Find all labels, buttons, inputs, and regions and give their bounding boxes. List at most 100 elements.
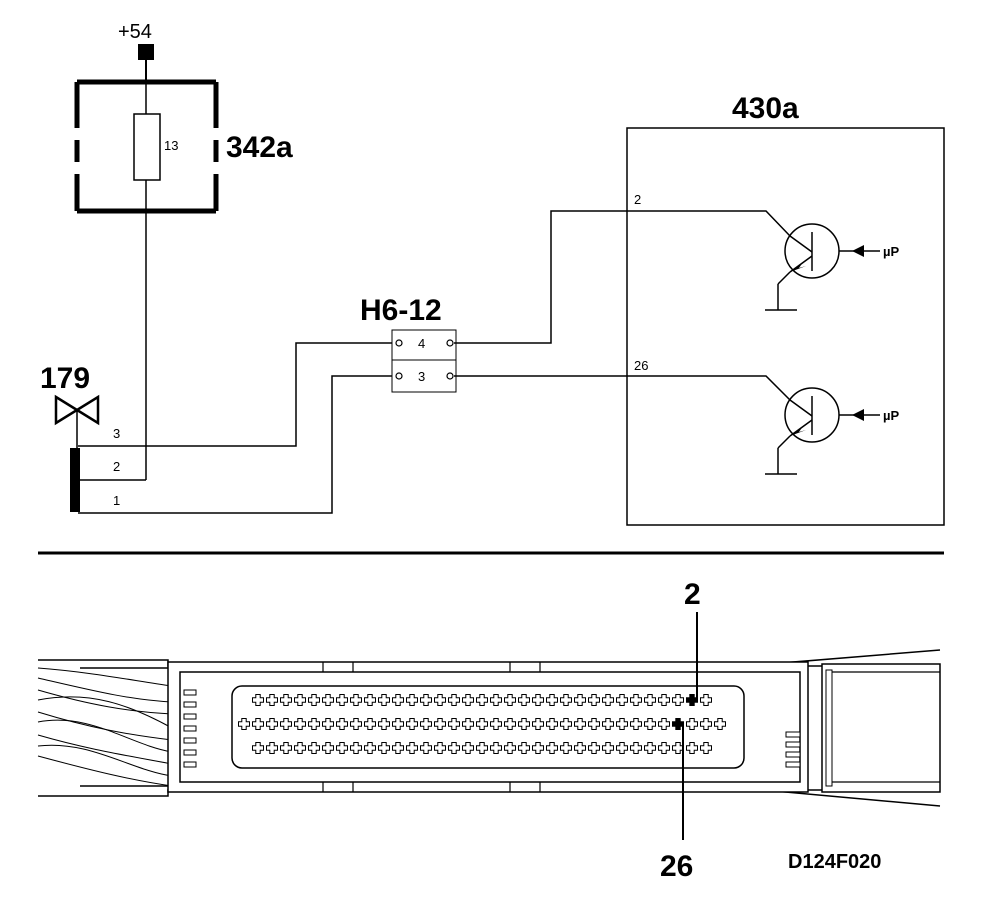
wire-pin-3-to-connector-4 [78, 342, 394, 447]
component-pin-1: 1 [113, 493, 120, 508]
plug-pin [700, 694, 712, 706]
plug-pin [392, 718, 404, 730]
plug-pin [364, 742, 376, 754]
plug-pin [616, 694, 628, 706]
plug-pin [602, 742, 614, 754]
plug-pin [308, 694, 320, 706]
plug-pin [308, 718, 320, 730]
fuse-box: 13 342a [74, 79, 293, 214]
plug-pin [616, 742, 628, 754]
plug-pin [546, 742, 558, 754]
plug-pin [266, 694, 278, 706]
plug-pin [602, 718, 614, 730]
plug-pin [448, 694, 460, 706]
plug-pin [504, 718, 516, 730]
plug-pin [350, 718, 362, 730]
component-pin-3: 3 [113, 426, 120, 441]
plug-pin [574, 742, 586, 754]
connector-plug-drawing: 2 26 [37, 578, 941, 883]
plug-pin [378, 718, 390, 730]
valve-icon [54, 394, 100, 426]
left-latch [183, 689, 197, 768]
component-label: 179 [40, 362, 90, 395]
plug-pin [392, 694, 404, 706]
plug-pin [644, 718, 656, 730]
plug-pin [700, 742, 712, 754]
plug-pin [700, 718, 712, 730]
plug-pin [574, 694, 586, 706]
wire-fuse-to-pin-2 [78, 84, 147, 481]
figure-code: D124F020 [788, 851, 881, 873]
ecu-pin-26: 26 [634, 358, 648, 373]
plug-pin [434, 694, 446, 706]
plug-pin [672, 742, 684, 754]
plug-pin [266, 718, 278, 730]
plug-pin [504, 694, 516, 706]
plug-pin [280, 742, 292, 754]
plug-pin [308, 742, 320, 754]
plug-pin [378, 742, 390, 754]
plug-pin [518, 718, 530, 730]
plug-pin-2 [686, 694, 698, 706]
plug-pin [350, 742, 362, 754]
plug-pin [560, 742, 572, 754]
micro-label-lower: µP [883, 408, 899, 423]
plug-pin [574, 718, 586, 730]
plug-pin [462, 694, 474, 706]
connector-pin-4: 4 [418, 336, 425, 351]
plug-pin [546, 718, 558, 730]
plug-pin [476, 718, 488, 730]
plug-pin [630, 694, 642, 706]
plug-pin [406, 694, 418, 706]
plug-pin [322, 718, 334, 730]
right-latch [785, 731, 801, 768]
plug-pin [434, 718, 446, 730]
plug-pin [392, 742, 404, 754]
supply-label: +54 [118, 21, 152, 43]
plug-pin [560, 718, 572, 730]
plug-pin [518, 694, 530, 706]
plug-pin [658, 694, 670, 706]
plug-pin [672, 694, 684, 706]
plug-pin [322, 694, 334, 706]
plug-pin [714, 718, 726, 730]
plug-pin [686, 742, 698, 754]
plug-pin [532, 694, 544, 706]
plug-pin [448, 718, 460, 730]
plug-pin [532, 718, 544, 730]
plug-pin [448, 742, 460, 754]
plug-pin [420, 718, 432, 730]
plug-pin [294, 742, 306, 754]
plug-pin [406, 742, 418, 754]
plug-pin [420, 694, 432, 706]
plug-pin [280, 694, 292, 706]
wire-connector-3-to-ecu-26 [454, 375, 791, 401]
plug-pin [588, 742, 600, 754]
plug-pin [336, 742, 348, 754]
plug-pin [588, 694, 600, 706]
plug-pin [238, 718, 250, 730]
connector-label: H6-12 [360, 294, 442, 327]
plug-pin [322, 742, 334, 754]
plug-pin [252, 694, 264, 706]
plug-pin [490, 694, 502, 706]
fuse-number: 13 [164, 138, 178, 153]
plug-pin [658, 742, 670, 754]
plug-pin [336, 718, 348, 730]
plug-pin [378, 694, 390, 706]
component-connector-bar [70, 448, 80, 512]
component-pin-2: 2 [113, 459, 120, 474]
plug-pin [658, 718, 670, 730]
plug-pin [406, 718, 418, 730]
plug-pin [490, 742, 502, 754]
plug-pin [294, 718, 306, 730]
ecu-pin-2: 2 [634, 192, 641, 207]
plug-pin [532, 742, 544, 754]
plug-pin [252, 718, 264, 730]
plug-pin [462, 742, 474, 754]
plug-pin [630, 718, 642, 730]
transistor-lower: µP [765, 387, 899, 475]
plug-pin [294, 694, 306, 706]
plug-pin [630, 742, 642, 754]
